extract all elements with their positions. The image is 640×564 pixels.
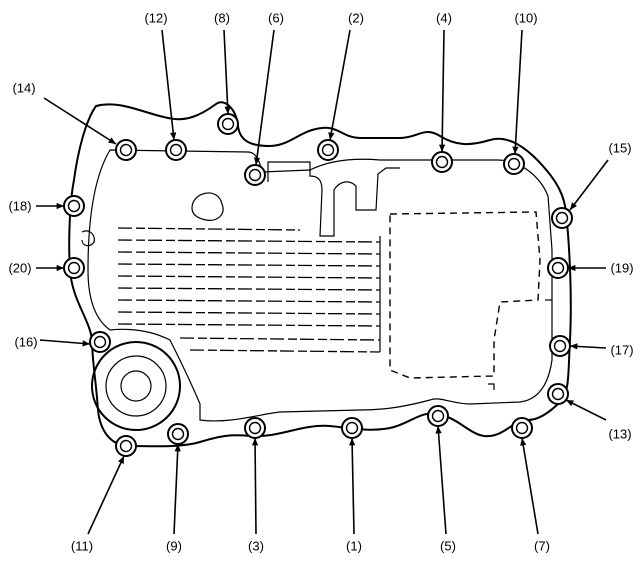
leader-line-1 <box>351 437 355 535</box>
bolt-5 <box>427 405 449 427</box>
leader-line-16 <box>39 339 91 345</box>
pan-upper-block <box>267 161 400 237</box>
leader-arrowhead-20 <box>56 264 64 272</box>
leader-arrowhead-7 <box>520 438 527 446</box>
callout-label-10: (10) <box>514 11 537 26</box>
callout-label-20: (20) <box>8 261 31 276</box>
callout-label-1: (1) <box>346 539 362 554</box>
bolt-7 <box>511 417 533 439</box>
callout-label-12: (12) <box>144 11 167 26</box>
callout-label-11: (11) <box>71 539 93 554</box>
callout-label-15: (15) <box>608 141 631 156</box>
leader-arrowhead-9 <box>174 444 181 452</box>
callout-group: (12) (8) (6) (2) (4) (10) (14) (15) (18) (19) (20)… <box>8 11 633 554</box>
leader-line-8 <box>223 29 229 115</box>
callout-label-9: (9) <box>166 539 182 554</box>
pan-baffle-hatching <box>117 227 381 353</box>
callout-label-7: (7) <box>534 539 550 554</box>
bolt-13 <box>547 383 569 405</box>
leader-line-11 <box>87 455 125 535</box>
bolt-15 <box>551 207 573 229</box>
leader-arrowhead-12 <box>170 132 177 140</box>
leader-arrowhead-2 <box>328 132 335 140</box>
leader-arrowhead-13 <box>566 400 574 407</box>
bolt-19 <box>547 257 569 279</box>
bolt-2 <box>317 139 339 161</box>
callout-label-6: (6) <box>268 11 284 26</box>
leader-arrowhead-1 <box>349 438 356 446</box>
leader-arrowhead-3 <box>251 438 259 446</box>
callout-label-14: (14) <box>12 81 35 96</box>
bolt-4 <box>431 151 453 173</box>
leader-line-10 <box>514 29 523 155</box>
leader-line-3 <box>254 437 257 535</box>
leader-line-4 <box>441 29 445 153</box>
bolt-16 <box>89 331 111 353</box>
leader-arrowhead-6 <box>253 157 261 165</box>
leader-arrowhead-8 <box>224 106 231 114</box>
bolt-1 <box>341 417 363 439</box>
leader-arrowhead-11 <box>118 456 124 464</box>
leader-arrowhead-10 <box>512 146 519 154</box>
pan-drain-mark <box>488 383 495 390</box>
bolt-6 <box>244 164 266 186</box>
leader-line-6 <box>255 29 275 166</box>
leader-line-12 <box>161 29 175 141</box>
callout-label-18: (18) <box>8 199 31 214</box>
leader-arrowhead-17 <box>570 343 578 350</box>
bolt-14 <box>115 139 137 161</box>
callout-label-3: (3) <box>248 539 264 554</box>
pan-sump-dashed-outline <box>389 211 541 379</box>
bolt-10 <box>503 153 525 175</box>
leader-line-14 <box>43 97 117 145</box>
callout-label-2: (2) <box>348 11 364 26</box>
callout-label-8: (8) <box>214 11 230 26</box>
bolt-11 <box>115 435 137 457</box>
leader-arrowhead-15 <box>570 202 577 210</box>
callout-label-16: (16) <box>14 335 37 350</box>
leader-line-15 <box>569 159 609 211</box>
callout-label-17: (17) <box>610 343 633 358</box>
leader-line-7 <box>521 437 539 535</box>
callout-label-19: (19) <box>610 261 633 276</box>
bolt-3 <box>244 417 266 439</box>
callout-label-5: (5) <box>440 539 456 554</box>
bolt-8 <box>217 113 239 135</box>
leader-line-5 <box>437 425 447 535</box>
leader-line-2 <box>329 29 351 141</box>
pan-left-dome <box>191 192 224 221</box>
callout-label-4: (4) <box>436 11 452 26</box>
bolt-group <box>63 113 573 457</box>
leader-arrowhead-5 <box>435 426 442 434</box>
bolt-20 <box>63 257 85 279</box>
callout-label-13: (13) <box>608 427 631 442</box>
leader-arrowhead-14 <box>108 137 116 144</box>
bolt-12 <box>165 139 187 161</box>
leader-arrowhead-16 <box>82 340 90 347</box>
leader-arrowhead-19 <box>568 264 576 272</box>
leader-arrowhead-18 <box>56 202 64 210</box>
pan-inner-flange <box>87 149 553 422</box>
leader-line-9 <box>173 443 179 535</box>
bolt-9 <box>167 423 189 445</box>
leader-line-13 <box>565 399 607 421</box>
crank-seal-boss <box>91 341 181 431</box>
bolt-18 <box>63 195 85 217</box>
leader-arrowhead-4 <box>439 144 446 152</box>
bolt-17 <box>549 335 571 357</box>
pan-left-notch <box>81 230 95 247</box>
